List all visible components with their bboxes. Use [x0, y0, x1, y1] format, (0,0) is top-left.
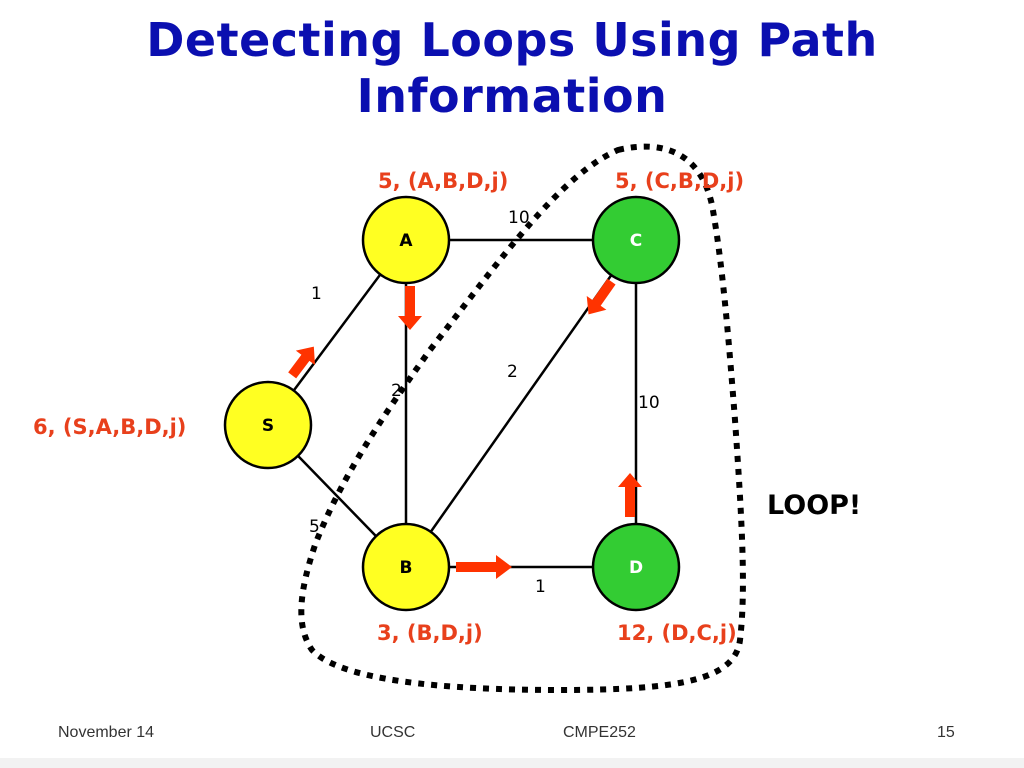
loop-label: LOOP!: [767, 490, 861, 521]
node-d-label: D: [629, 558, 643, 578]
node-c-label: C: [630, 231, 642, 251]
title-line-1: Detecting Loops Using Path: [146, 13, 878, 67]
edge-label-b-d: 1: [535, 577, 546, 597]
footer-strip: [0, 758, 1024, 768]
node-d: D: [591, 522, 681, 612]
node-s: S: [223, 380, 313, 470]
node-d-circle: [591, 522, 681, 612]
edge-label-c-d: 10: [638, 393, 660, 413]
arrow-d-to-c-icon: [618, 473, 642, 517]
title-line-2: Information: [356, 69, 668, 123]
node-c-circle: [591, 195, 681, 285]
route-label-s: 6, (S,A,B,D,j): [33, 415, 186, 439]
loop-outline: [298, 143, 746, 694]
node-s-label: S: [262, 416, 274, 436]
edge-label-a-c: 10: [508, 208, 530, 228]
arrow-a-to-b-icon: [398, 286, 422, 330]
edges: [266, 238, 638, 569]
edge-label-b-c: 2: [507, 362, 518, 382]
node-s-circle: [223, 380, 313, 470]
route-label-d: 12, (D,C,j): [617, 621, 737, 645]
next-hop-arrows: [288, 278, 642, 579]
route-label-a: 5, (A,B,D,j): [378, 169, 508, 193]
node-a: A: [361, 195, 451, 285]
node-c: C: [591, 195, 681, 285]
route-label-c: 5, (C,B,D,j): [615, 169, 744, 193]
node-b-label: B: [400, 558, 413, 578]
footer-org: UCSC: [370, 724, 416, 741]
arrow-b-to-d-icon: [456, 555, 512, 579]
node-a-label: A: [399, 231, 413, 251]
node-b: B: [361, 522, 451, 612]
footer-date: November 14: [58, 724, 155, 741]
edge-label-s-a: 1: [311, 284, 322, 304]
node-b-circle: [361, 522, 451, 612]
arrow-s-to-a-icon: [288, 346, 315, 379]
arrow-c-to-b-icon: [586, 278, 616, 315]
edge-label-s-b: 5: [309, 517, 320, 537]
edge-label-a-b: 2: [391, 381, 402, 401]
route-label-b: 3, (B,D,j): [377, 621, 483, 645]
footer-course: CMPE252: [563, 724, 636, 741]
slide-title: Detecting Loops Using Path Information: [60, 12, 964, 124]
node-a-circle: [361, 195, 451, 285]
footer-page-number: 15: [937, 724, 955, 741]
